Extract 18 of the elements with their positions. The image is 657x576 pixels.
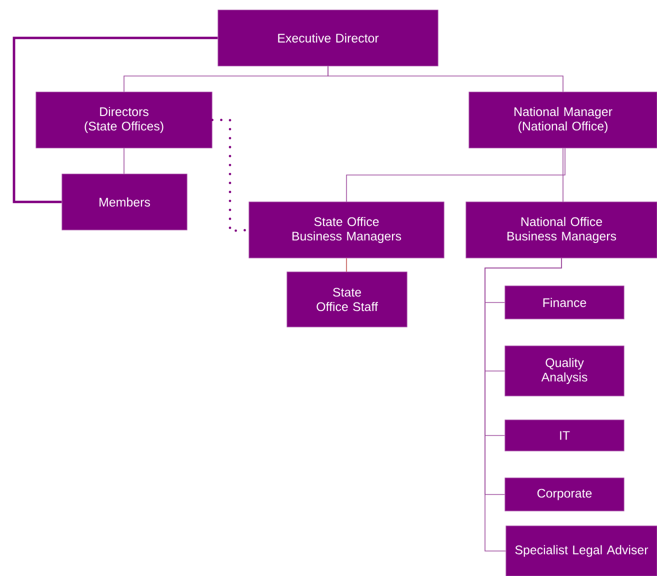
org-box: Executive Director xyxy=(218,10,438,66)
org-box: IT xyxy=(504,420,624,452)
org-box: Corporate xyxy=(504,478,624,512)
org-box: State Office Staff xyxy=(286,272,408,328)
connector-line xyxy=(346,148,566,202)
org-box: Members xyxy=(62,174,188,230)
connector-line xyxy=(328,66,564,92)
connector-line xyxy=(562,148,564,202)
org-box: National Office Business Managers xyxy=(466,202,657,258)
connector-line xyxy=(12,36,218,204)
org-box: Specialist Legal Adviser xyxy=(506,526,657,576)
org-box: Quality Analysis xyxy=(504,346,624,396)
connector-line xyxy=(346,258,347,272)
org-box: State Office Business Managers xyxy=(248,202,444,258)
connector-line xyxy=(484,258,562,552)
org-box: National Manager (National Office) xyxy=(468,92,657,148)
org-box: Directors (State Offices) xyxy=(36,92,212,148)
org-box: Finance xyxy=(504,286,624,320)
